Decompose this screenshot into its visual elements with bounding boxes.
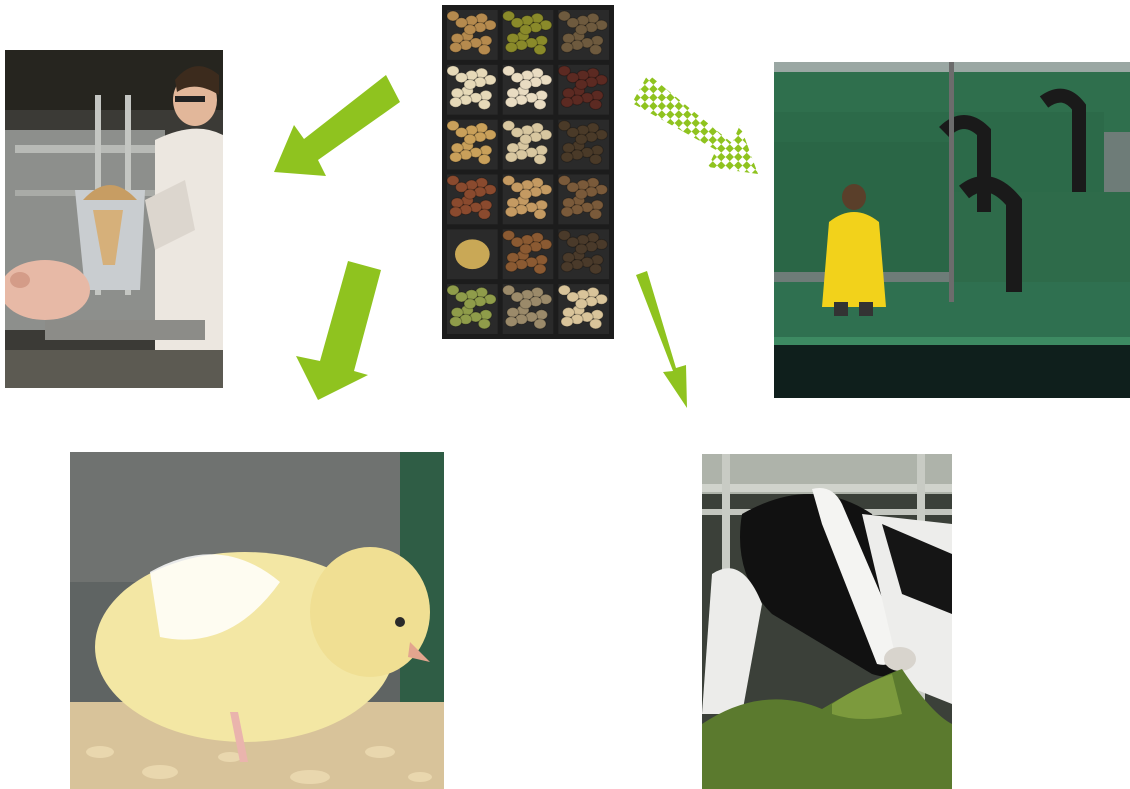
- arrow-to-pig: [274, 75, 400, 176]
- arrow-to-fish-farm: [632, 74, 758, 174]
- arrow-to-cow: [636, 271, 687, 408]
- arrow-to-chick: [296, 261, 381, 400]
